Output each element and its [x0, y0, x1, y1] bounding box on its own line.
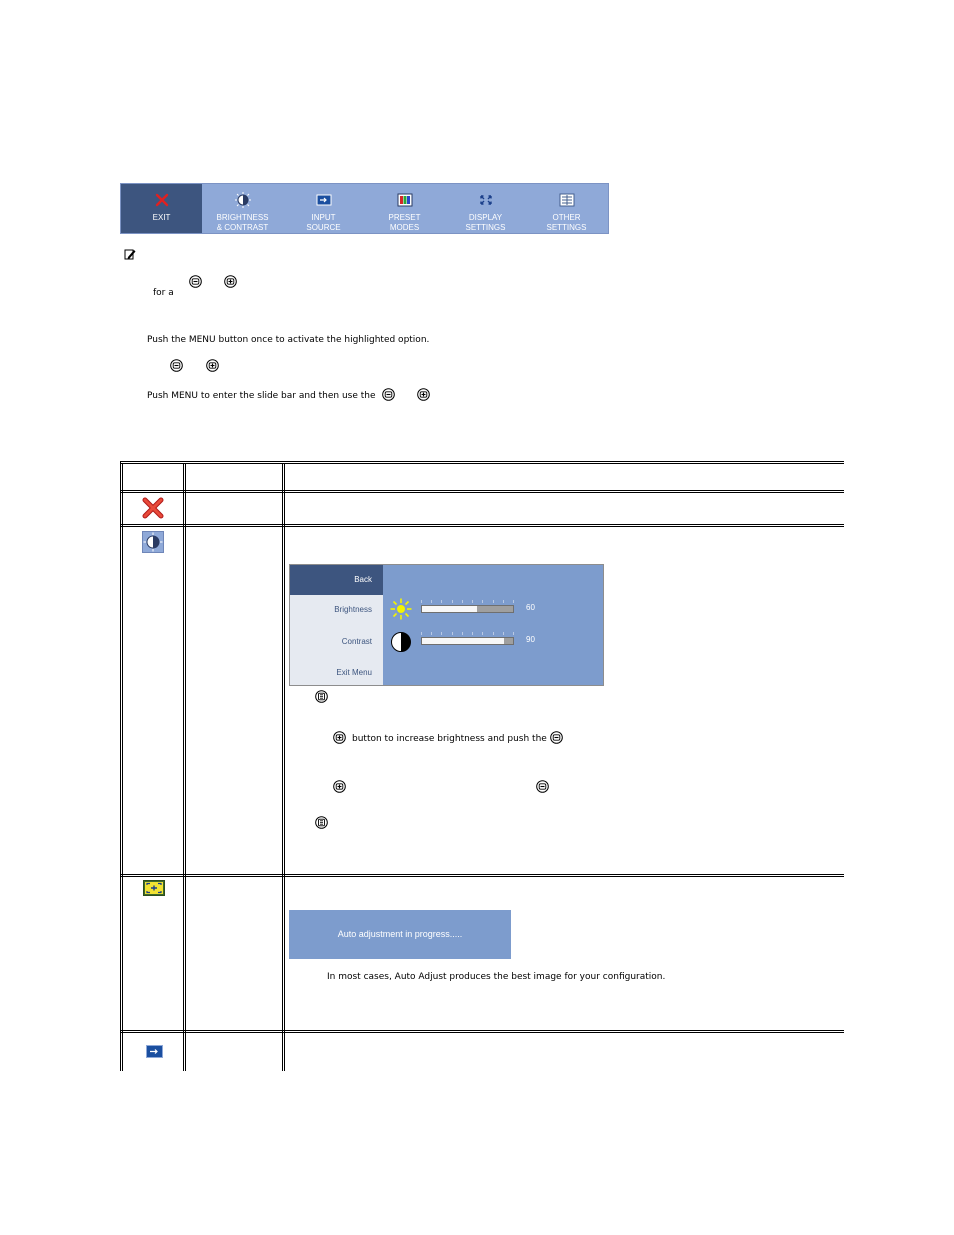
input-source-icon	[316, 194, 331, 206]
note-pencil-icon	[124, 249, 136, 260]
menu-tab-brightness-contrast[interactable]: BRIGHTNESS& CONTRAST	[202, 184, 283, 233]
menu-tab-label-2: SETTINGS	[546, 223, 587, 232]
menu-tab-label: PRESET	[388, 213, 421, 222]
menu-tab-label: INPUT	[311, 213, 336, 222]
other-settings-icon	[559, 193, 574, 207]
minus-button-icon	[536, 780, 549, 793]
exit-x-icon	[142, 497, 164, 519]
brightness-ticks	[421, 600, 514, 603]
increase-brightness-text: button to increase brightness and push t…	[352, 734, 547, 744]
menu-tab-exit[interactable]: EXIT	[121, 184, 202, 233]
exit-x-icon	[155, 193, 168, 207]
plus-button-icon	[333, 731, 346, 744]
brightness-contrast-icon	[234, 192, 251, 208]
note-for-a-text: for a	[153, 288, 174, 298]
menu-tab-label-2: SOURCE	[306, 223, 341, 232]
contrast-ticks	[421, 632, 514, 635]
menu-tab-label: OTHER	[552, 213, 581, 222]
menu-tab-label: EXIT	[152, 213, 171, 222]
brightness-slider[interactable]	[421, 605, 514, 613]
preset-modes-icon	[397, 193, 412, 207]
push-menu-slide-text: Push MENU to enter the slide bar and the…	[147, 391, 376, 401]
minus-button-icon	[550, 731, 563, 744]
menu-tab-label: BRIGHTNESS	[216, 213, 269, 222]
brightness-slider-fill	[422, 606, 477, 612]
auto-adjust-icon	[143, 880, 165, 896]
plus-button-icon	[417, 388, 430, 401]
contrast-slider[interactable]	[421, 637, 514, 645]
osd-item-contrast[interactable]: Contrast	[341, 637, 372, 646]
auto-adjust-progress-box: Auto adjustment in progress.....	[289, 910, 511, 959]
brightness-contrast-icon	[142, 531, 164, 553]
menu-button-icon	[315, 690, 328, 703]
auto-adjust-description: In most cases, Auto Adjust produces the …	[327, 972, 666, 982]
menu-tab-label-2: SETTINGS	[465, 223, 506, 232]
plus-button-icon	[224, 275, 237, 288]
osd-item-exit-menu[interactable]: Exit Menu	[336, 668, 372, 677]
minus-button-icon	[382, 388, 395, 401]
contrast-value: 90	[526, 635, 535, 644]
plus-button-icon	[206, 359, 219, 372]
brightness-contrast-osd: Back Brightness Contrast Exit Menu 60 90	[289, 564, 604, 686]
menu-tab-label: DISPLAY	[468, 213, 503, 222]
display-settings-icon	[478, 195, 493, 205]
menu-tab-label-2: MODES	[389, 223, 420, 232]
menu-button-icon	[315, 816, 328, 829]
osd-item-brightness[interactable]: Brightness	[334, 605, 372, 614]
plus-button-icon	[333, 780, 346, 793]
osd-item-back[interactable]: Back	[290, 565, 383, 595]
push-menu-once-text: Push the MENU button once to activate th…	[147, 335, 430, 345]
sun-icon	[390, 598, 412, 620]
contrast-slider-fill	[422, 638, 504, 644]
input-source-icon	[146, 1045, 163, 1058]
osd-submenu-list: Back Brightness Contrast Exit Menu	[290, 565, 383, 685]
contrast-circle-icon	[391, 632, 411, 652]
brightness-value: 60	[526, 603, 535, 612]
menu-tab-label-2: & CONTRAST	[216, 223, 269, 232]
minus-button-icon	[189, 275, 202, 288]
minus-button-icon	[170, 359, 183, 372]
